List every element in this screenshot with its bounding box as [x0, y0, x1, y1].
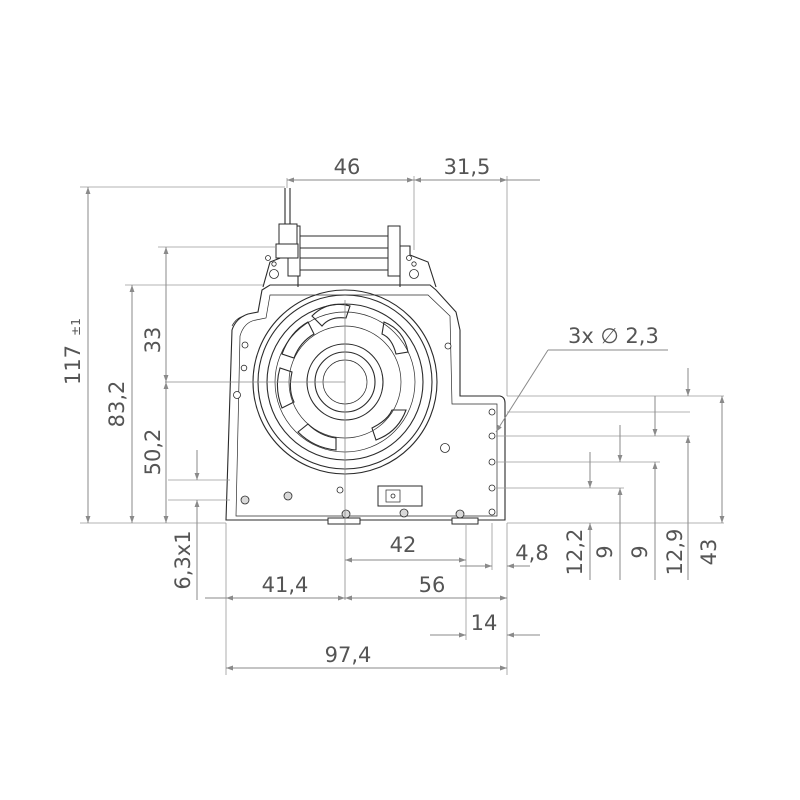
dim-6-3x1: 6,3x1: [171, 530, 195, 589]
holes-callout: 3x ∅ 2,3: [568, 324, 659, 348]
mounting-hole: [488, 432, 496, 440]
mounting-hole: [488, 458, 496, 466]
dim-12-2: 12,2: [563, 529, 587, 576]
mounting-hole: [488, 484, 496, 492]
extension-lines: [80, 176, 724, 675]
dim-9-a: 9: [593, 545, 617, 558]
dim-9-b: 9: [628, 545, 652, 558]
dim-46: 46: [334, 155, 361, 179]
dim-12-9: 12,9: [663, 529, 687, 576]
dim-117-tolerance: ±1: [69, 318, 83, 336]
mounting-hole: [488, 408, 496, 416]
dim-41-4: 41,4: [262, 573, 309, 597]
dimension-labels: 46 31,5 117 ±1 83,2 33 50,2 6,3x1 42 4,8…: [61, 155, 721, 667]
dim-4-8: 4,8: [515, 541, 548, 565]
dim-56: 56: [419, 573, 446, 597]
dim-97-4: 97,4: [325, 643, 372, 667]
dim-83-2: 83,2: [105, 381, 129, 428]
dim-33: 33: [141, 327, 165, 354]
dim-117: 117: [61, 345, 85, 385]
blower-outline: [225, 188, 506, 525]
dim-50-2: 50,2: [141, 429, 165, 476]
dimension-lines: [85, 177, 725, 671]
dim-14: 14: [471, 611, 498, 635]
mounting-hole: [488, 508, 496, 516]
dim-31-5: 31,5: [444, 155, 491, 179]
dim-42: 42: [390, 533, 417, 557]
dim-43: 43: [697, 539, 721, 566]
